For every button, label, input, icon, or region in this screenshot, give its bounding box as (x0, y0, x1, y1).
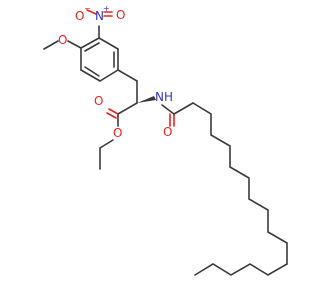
amide-group: NH O (155, 90, 194, 139)
ester-carbonyl-o-label: O (94, 94, 103, 108)
stereo-wedge (137, 96, 156, 103)
ester-o-label: O (113, 126, 122, 140)
backbone (117, 69, 156, 115)
nitro-o-minus-charge: − (84, 4, 91, 13)
ester-group: O O (94, 94, 122, 170)
molecule-structure: N + O − O O O O NH O (43, 4, 288, 276)
amide-o-label: O (163, 125, 172, 139)
nitro-n-charge: + (103, 4, 110, 13)
methoxy-o-label: O (58, 33, 67, 47)
nitro-group: N + O − O (75, 4, 125, 39)
nitro-o-label: O (116, 8, 125, 22)
benzene-ring (80, 37, 119, 82)
nitro-n-label: N (95, 9, 104, 23)
nitro-o-minus-label: O (75, 9, 84, 23)
alkyl-chain (192, 102, 288, 276)
amide-nh-label: NH (155, 90, 173, 104)
methoxy-group: O (43, 33, 82, 50)
